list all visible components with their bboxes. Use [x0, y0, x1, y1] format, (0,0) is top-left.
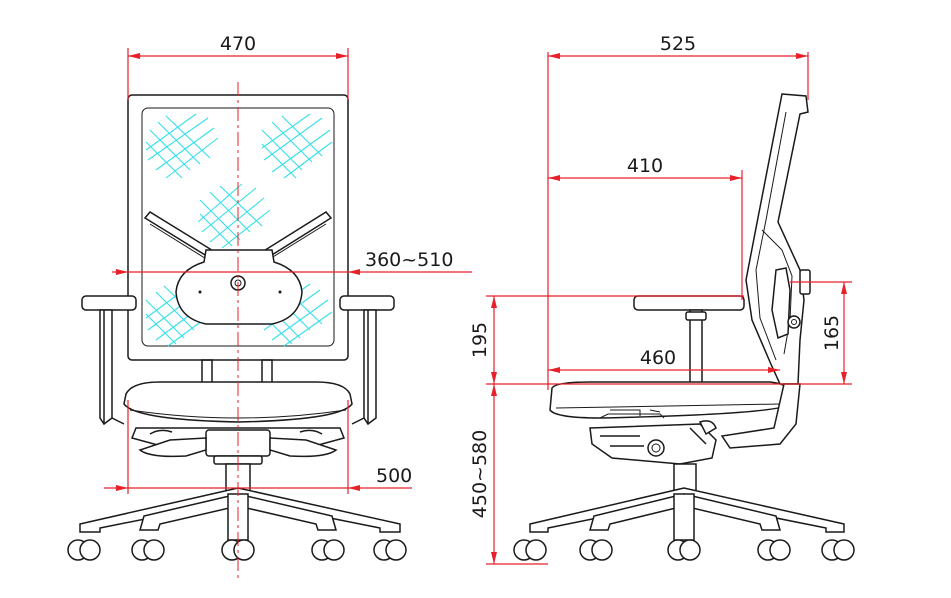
side-lumbar-knob [787, 315, 801, 329]
lumbar-height-dimension [790, 281, 852, 385]
armrest-height-dimension [486, 295, 800, 385]
front-width-dimension [127, 48, 349, 100]
side-casters [513, 539, 855, 561]
front-casters [67, 539, 407, 561]
armrest-height-label: 195 [469, 322, 491, 358]
seat-height-dimension [486, 384, 548, 565]
front-armrest-left-pad [81, 295, 137, 311]
seat-depth-label: 410 [627, 155, 663, 177]
headrest-height-dimension [112, 269, 472, 275]
front-armrest-right-pad [339, 295, 395, 311]
seat-height-label: 450~580 [469, 430, 491, 518]
base-width-label: 500 [376, 465, 412, 487]
side-tilt-knob [647, 439, 665, 457]
base-width-dimension [104, 400, 412, 494]
side-armrest-pad [633, 295, 745, 311]
side-depth-dimension [547, 52, 809, 390]
side-back-spine [720, 383, 801, 449]
front-width-label: 470 [220, 33, 256, 55]
seat-width-label: 460 [640, 347, 676, 369]
side-depth-label: 525 [660, 33, 696, 55]
seat-width-dimension [548, 367, 780, 373]
side-seat [549, 381, 791, 419]
side-backrest [745, 93, 809, 385]
side-view [513, 93, 855, 561]
seat-depth-dimension [548, 170, 743, 300]
headrest-height-label: 360~510 [365, 249, 453, 271]
front-view [67, 82, 407, 578]
lumbar-height-label: 165 [821, 315, 843, 351]
